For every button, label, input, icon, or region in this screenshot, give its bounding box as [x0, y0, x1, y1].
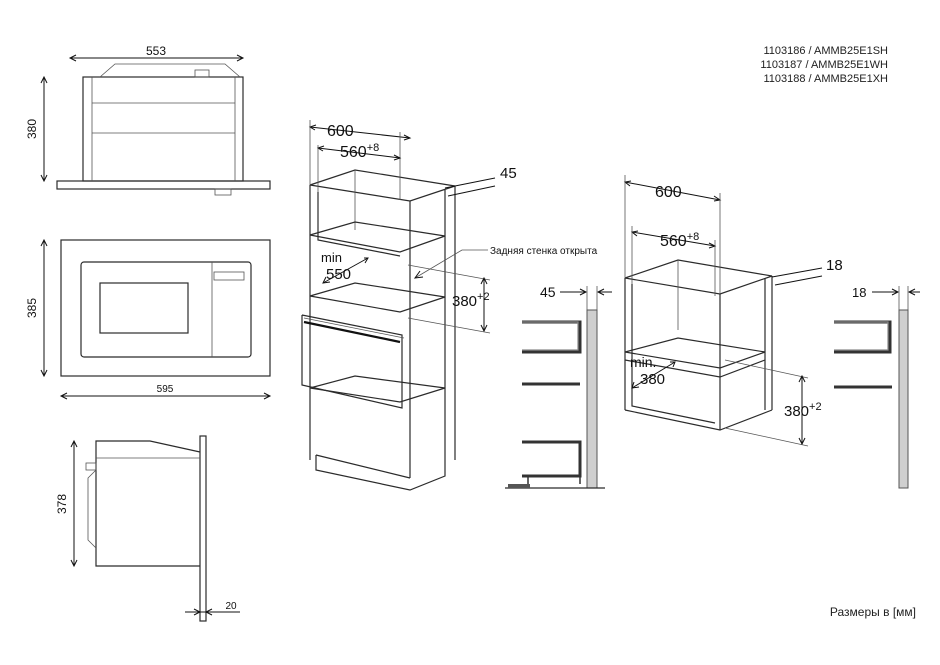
wall-inner-width-value: 560 — [660, 233, 687, 250]
wall-outer-width-label: 600 — [655, 184, 682, 201]
wall-section-thickness-label: 18 — [852, 285, 866, 300]
tall-section-wall — [586, 309, 598, 489]
wall-min-depth-label: 380 — [640, 371, 665, 388]
front-view: 385 595 — [25, 238, 272, 400]
tall-inner-width-value: 560 — [340, 144, 367, 161]
top-view-body — [82, 76, 244, 182]
model-list: 1103186 / AMMB25E1SH 1103187 / AMMB25E1W… — [760, 44, 888, 86]
front-view-height-label: 385 — [25, 298, 39, 318]
rear-wall-note: Задняя стенка открыта — [490, 246, 598, 257]
side-view-depth-label: 20 — [225, 601, 237, 612]
tall-section: 45 — [505, 284, 612, 489]
wall-inner-width-label: 560+8 — [660, 231, 699, 250]
tall-side-thickness-label: 45 — [500, 165, 517, 182]
wall-cabinet: 600 560+8 18 min. 380 380+2 — [623, 175, 843, 447]
wall-niche-height-tolerance: +2 — [809, 401, 822, 413]
tall-niche-height-tolerance: +2 — [477, 291, 490, 303]
side-view: 378 20 — [55, 435, 240, 622]
tall-niche-height-label: 380+2 — [452, 291, 490, 310]
wall-min-depth-prefix: min. — [630, 354, 656, 370]
tall-cabinet: 600 560+8 45 Задняя стенка открыта min 5… — [301, 120, 598, 491]
tall-min-depth-prefix: min — [321, 250, 342, 265]
tall-inner-width-tolerance: +8 — [367, 142, 380, 154]
model-line: 1103188 / AMMB25E1XH — [763, 73, 888, 85]
wall-side-thickness-label: 18 — [826, 257, 843, 274]
model-line: 1103186 / AMMB25E1SH — [763, 45, 888, 57]
front-view-window — [99, 282, 189, 334]
side-view-front-panel — [199, 435, 207, 622]
front-view-frame — [60, 239, 271, 377]
tall-inner-width-label: 560+8 — [340, 142, 379, 161]
tall-section-thickness-label: 45 — [540, 284, 556, 300]
front-view-width-label: 595 — [157, 384, 174, 395]
top-view-height-label: 380 — [25, 119, 39, 139]
units-note: Размеры в [мм] — [829, 605, 916, 619]
side-view-height-label: 378 — [55, 494, 69, 514]
tall-outer-width-label: 600 — [327, 123, 354, 140]
wall-section-wall — [898, 309, 909, 489]
wall-niche-height-label: 380+2 — [784, 401, 822, 420]
front-view-body — [80, 261, 252, 358]
wall-niche-height-value: 380 — [784, 403, 809, 420]
top-view-width-label: 553 — [146, 44, 166, 58]
wall-inner-width-tolerance: +8 — [687, 231, 700, 243]
top-view-base — [56, 180, 271, 190]
tall-niche-height-value: 380 — [452, 293, 477, 310]
model-line: 1103187 / AMMB25E1WH — [760, 59, 888, 71]
top-view: 553 380 — [25, 44, 271, 196]
wall-section: 18 — [834, 285, 920, 489]
